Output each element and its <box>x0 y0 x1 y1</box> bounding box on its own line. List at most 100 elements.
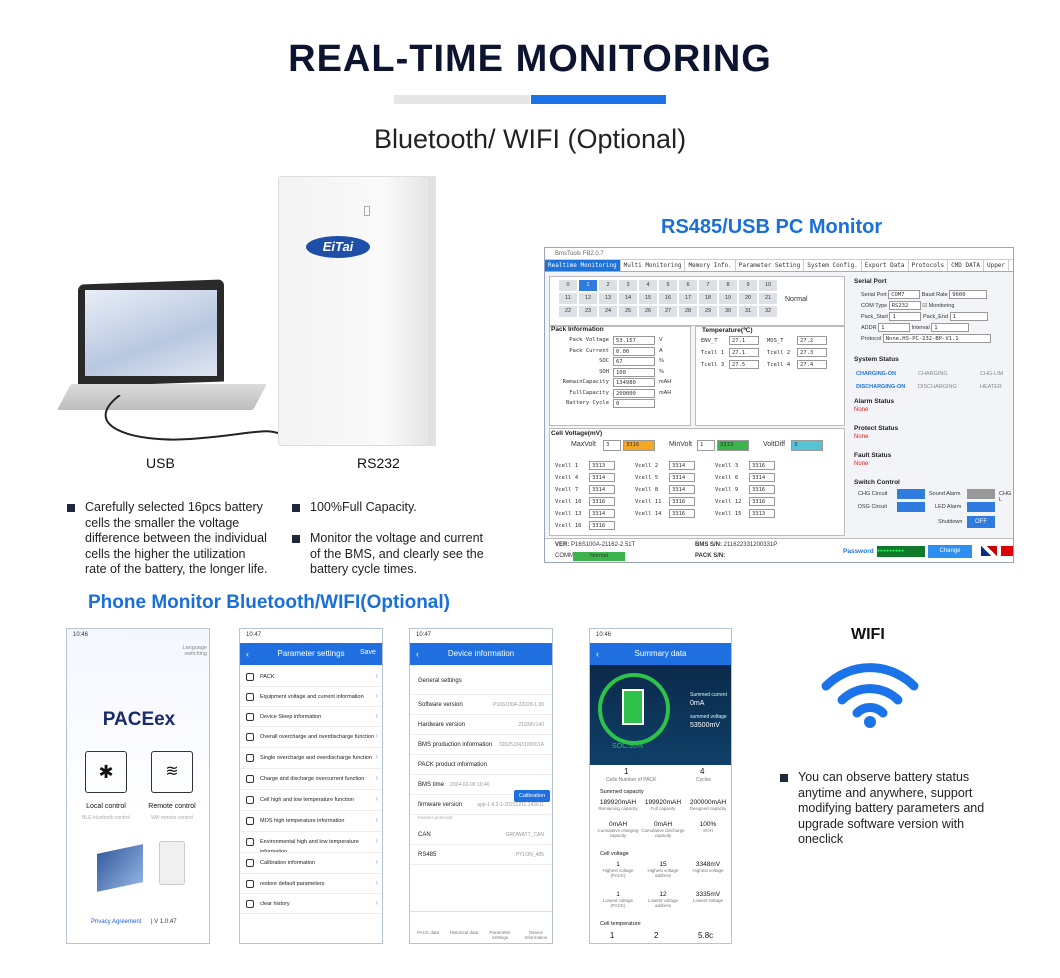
pack-button[interactable]: 7 <box>699 280 717 291</box>
pack-button[interactable]: 28 <box>679 306 697 317</box>
bms-sn-value: 211622331200331P <box>723 542 778 548</box>
parameter-item[interactable]: Device Sleep information› <box>240 707 382 727</box>
calibration-button[interactable]: Calibration <box>514 790 550 802</box>
nav-item-3[interactable]: Device Information <box>524 930 548 940</box>
pack-button[interactable]: 12 <box>579 293 597 304</box>
pack-button[interactable]: 27 <box>659 306 677 317</box>
pack-button[interactable]: 8 <box>719 280 737 291</box>
serial-port-select[interactable]: COM7 <box>888 290 921 299</box>
remote-control-label[interactable]: Remote control <box>148 803 196 810</box>
tab-0[interactable]: Realtime Monitoring <box>545 260 621 271</box>
parameter-item[interactable]: Single overcharge and overdischarge func… <box>240 748 382 769</box>
pack-button[interactable]: 20 <box>739 293 757 304</box>
nav-item-2[interactable]: Parameter Settings <box>489 930 511 940</box>
shutdown-button[interactable]: OFF <box>967 516 995 528</box>
rs232-label: RS232 <box>357 455 400 471</box>
tab-1[interactable]: Multi Monitoring <box>621 260 686 271</box>
addr-input[interactable]: 1 <box>878 323 911 332</box>
pack-button[interactable]: 25 <box>619 306 637 317</box>
pack-button[interactable]: 4 <box>639 280 657 291</box>
language-switch[interactable]: Language switching <box>182 645 207 657</box>
pack-button[interactable]: 31 <box>739 306 757 317</box>
baud-select[interactable]: 9600 <box>949 290 988 299</box>
pack-button[interactable]: 9 <box>739 280 757 291</box>
pack-button[interactable]: 17 <box>679 293 697 304</box>
nav-item-1[interactable]: Historical data <box>449 930 479 935</box>
pack-button[interactable]: 24 <box>599 306 617 317</box>
pack-button[interactable]: 1 <box>579 280 597 291</box>
chg-circuit-toggle[interactable] <box>897 489 925 499</box>
dsg-circuit-toggle[interactable] <box>897 502 925 512</box>
packend-select[interactable]: 1 <box>949 312 988 321</box>
pack-button[interactable]: 15 <box>639 293 657 304</box>
pack-button[interactable]: 0 <box>559 280 577 291</box>
pack-button[interactable]: 18 <box>699 293 717 304</box>
nav-item-0[interactable]: PACK data <box>417 930 439 935</box>
pack-button[interactable]: 30 <box>719 306 737 317</box>
parameter-item[interactable]: Equipment voltage and current informatio… <box>240 687 382 707</box>
save-button[interactable]: Save <box>360 649 376 656</box>
pack-button[interactable]: 21 <box>759 293 777 304</box>
pack-button[interactable]: 13 <box>599 293 617 304</box>
interval-select[interactable]: 1 <box>931 323 970 332</box>
sound-alarm-toggle[interactable] <box>967 489 995 499</box>
wifi-icon[interactable]: ≋ <box>151 751 193 793</box>
device-info-row[interactable]: General settings <box>410 667 552 695</box>
parameter-item[interactable]: Environmental high and low temperature i… <box>240 832 382 853</box>
fault-value: None <box>854 461 869 467</box>
packstart-select[interactable]: 1 <box>889 312 922 321</box>
pack-button[interactable]: 22 <box>559 306 577 317</box>
device-info-row[interactable]: PACK product information <box>410 755 552 775</box>
pack-button[interactable]: 3 <box>619 280 637 291</box>
parameter-item[interactable]: Charge and discharge overcurrent functio… <box>240 769 382 790</box>
back-arrow-icon[interactable]: ‹ <box>246 649 249 659</box>
pack-button[interactable]: 16 <box>659 293 677 304</box>
pack-button[interactable]: 14 <box>619 293 637 304</box>
parameter-item[interactable]: Cell high and low temperature function› <box>240 790 382 811</box>
pack-button[interactable]: 5 <box>659 280 677 291</box>
local-control-label[interactable]: Local control <box>86 803 126 810</box>
pack-button[interactable]: 32 <box>759 306 777 317</box>
tab-6[interactable]: Protocols <box>909 260 949 271</box>
parameter-item[interactable]: Overall overcharge and overdischarge fun… <box>240 727 382 748</box>
back-arrow-icon[interactable]: ‹ <box>596 649 599 659</box>
monitoring-checkbox[interactable]: ☑ <box>922 303 928 309</box>
protocol-select[interactable]: None.HS-PC-232-BP-V1.1 <box>882 334 991 343</box>
tab-7[interactable]: CMD DATA <box>948 260 984 271</box>
tab-2[interactable]: Memory Info. <box>685 260 736 271</box>
chinese-flag-icon[interactable] <box>1001 546 1013 556</box>
led-alarm-toggle[interactable] <box>967 502 995 512</box>
tab-4[interactable]: System Config. <box>804 260 862 271</box>
pack-button[interactable]: 2 <box>599 280 617 291</box>
parameter-item[interactable]: MOS high temperature information› <box>240 811 382 832</box>
pack-button[interactable]: 26 <box>639 306 657 317</box>
tab-3[interactable]: Parameter Setting <box>736 260 805 271</box>
pack-button[interactable]: 23 <box>579 306 597 317</box>
tab-8[interactable]: Upper <box>984 260 1010 271</box>
comtype-select[interactable]: RS232 <box>888 301 921 310</box>
pack-info-value: 0 <box>613 399 655 408</box>
pack-button[interactable]: 10 <box>759 280 777 291</box>
pack-button[interactable]: 11 <box>559 293 577 304</box>
bluetooth-icon[interactable]: ✱ <box>85 751 127 793</box>
parameter-item[interactable]: PACK› <box>240 667 382 687</box>
back-arrow-icon[interactable]: ‹ <box>416 649 419 659</box>
parameter-item[interactable]: clear history› <box>240 894 382 914</box>
pack-button[interactable]: 19 <box>719 293 737 304</box>
tab-5[interactable]: Export Data <box>862 260 909 271</box>
english-flag-icon[interactable] <box>981 546 997 556</box>
privacy-link[interactable]: Privacy Agreement <box>91 919 142 925</box>
password-input[interactable]: ●●●●●●●●● <box>877 546 925 557</box>
parameter-item[interactable]: restore default parameters› <box>240 874 382 894</box>
parameter-item[interactable]: Calibration information› <box>240 853 382 874</box>
pack-button[interactable]: 29 <box>699 306 717 317</box>
change-button[interactable]: Change <box>928 545 972 558</box>
pack-button[interactable]: 6 <box>679 280 697 291</box>
